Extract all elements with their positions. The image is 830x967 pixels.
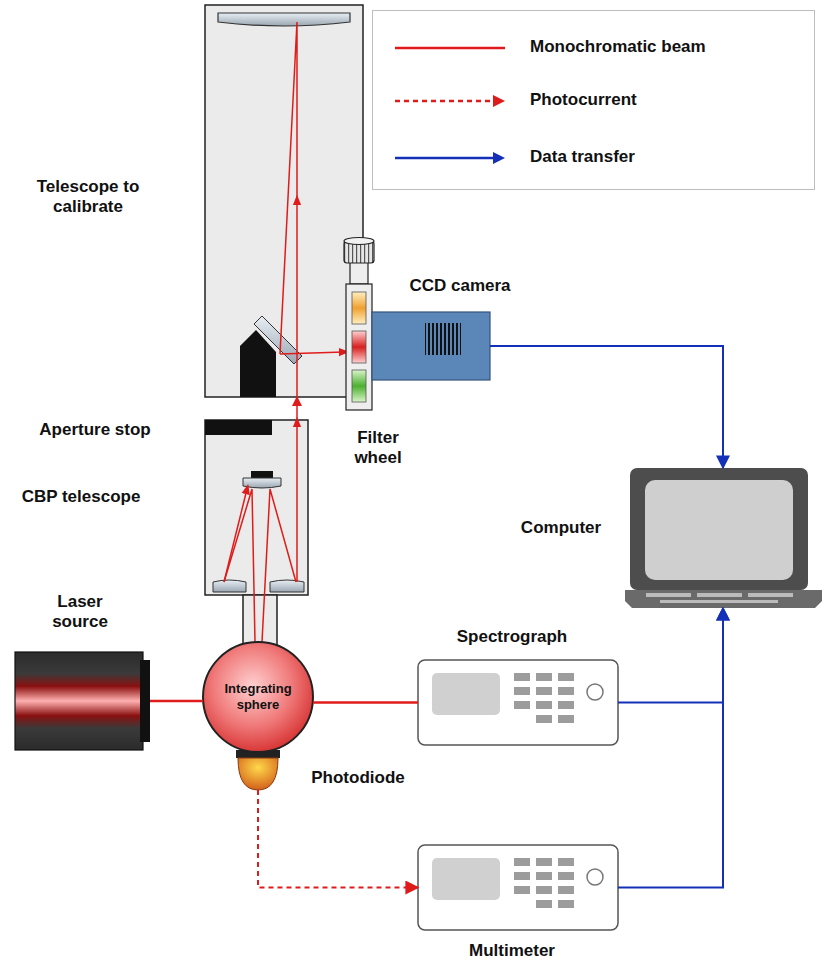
part-label: Aperture stop: [5, 420, 185, 440]
photodiode: Photodiode: [236, 750, 280, 790]
node-label: Telescope to calibrate: [3, 177, 173, 218]
cbp-telescope: CBP telescope: [205, 420, 308, 595]
connector: [618, 608, 723, 703]
connector: [618, 608, 723, 888]
connector: [258, 790, 418, 888]
legend-text: Photocurrent: [530, 90, 637, 110]
legend-text: Data transfer: [530, 147, 635, 167]
filter-wheel: Filter wheel: [345, 237, 373, 410]
node-label: Integrating sphere: [210, 681, 306, 712]
legend-sample: [391, 86, 531, 116]
node-label: Photodiode: [288, 768, 428, 788]
legend-arrowhead: [493, 152, 505, 164]
connector: [150, 700, 203, 703]
ccd-camera: CCD camera: [372, 312, 490, 380]
connector: [296, 397, 298, 420]
legend-text: Monochromatic beam: [530, 37, 706, 57]
legend-line: [395, 100, 495, 103]
node-label: CBP telescope: [0, 487, 171, 507]
node-label: Laser source: [40, 592, 120, 633]
computer: Computer: [625, 468, 822, 608]
laser-source: Laser source: [15, 652, 150, 750]
multimeter: Multimeter: [418, 845, 618, 930]
legend-arrowhead: [493, 95, 505, 107]
legend-line: [395, 47, 505, 50]
spectrograph: Spectrograph: [418, 660, 618, 745]
connector: [313, 701, 418, 704]
legend-line: [395, 157, 495, 160]
integrating-sphere: Integrating sphere: [203, 642, 313, 752]
node-label: Computer: [501, 518, 621, 538]
node-label: Filter wheel: [333, 428, 423, 469]
legend-entry: Monochromatic beam: [373, 33, 814, 63]
legend-entry: Data transfer: [373, 143, 814, 173]
node-label: CCD camera: [380, 276, 540, 296]
connector: [490, 346, 723, 468]
legend-box: Monochromatic beamPhotocurrentData trans…: [372, 10, 815, 190]
legend-sample: [391, 143, 531, 173]
legend-sample: [391, 33, 531, 63]
telescope-tube: Telescope to calibrate: [205, 5, 363, 397]
node-label: Multimeter: [427, 941, 597, 961]
legend-entry: Photocurrent: [373, 86, 814, 116]
node-label: Spectrograph: [427, 627, 597, 647]
